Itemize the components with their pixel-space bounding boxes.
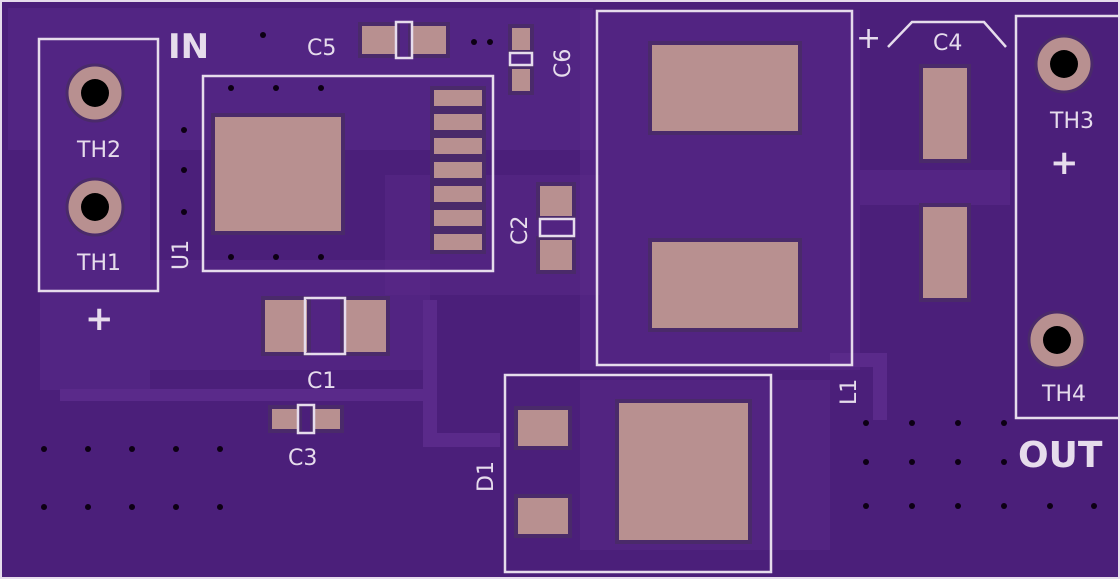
c6-label: C6 — [551, 49, 576, 78]
c5-label: C5 — [307, 36, 336, 61]
c1-label: C1 — [307, 369, 336, 394]
c4-footprint — [887, 20, 1007, 302]
d1-label: D1 — [474, 461, 499, 492]
c4-plus-label: + — [856, 21, 881, 56]
c3-footprint — [268, 403, 344, 435]
vias — [41, 32, 1097, 510]
input-plus-label: + — [85, 299, 114, 339]
c4-label: C4 — [933, 31, 962, 56]
c6-footprint — [508, 24, 534, 95]
u1-footprint — [201, 74, 495, 273]
th4-label: TH4 — [1041, 382, 1086, 407]
th3-label: TH3 — [1049, 109, 1094, 134]
th1-label: TH1 — [76, 251, 121, 276]
l1-label: L1 — [837, 379, 862, 405]
in-label: IN — [168, 27, 209, 67]
input-connector — [37, 37, 160, 293]
output-plus-label: + — [1050, 143, 1079, 183]
output-connector — [1014, 14, 1120, 420]
c5-footprint — [358, 20, 450, 60]
out-label: OUT — [1018, 435, 1103, 476]
th2-label: TH2 — [76, 138, 121, 163]
c2-footprint — [536, 182, 576, 274]
l1-footprint — [595, 9, 854, 367]
u1-label: U1 — [169, 240, 194, 270]
c2-label: C2 — [508, 216, 533, 245]
d1-footprint — [503, 373, 773, 574]
c1-footprint — [261, 296, 390, 356]
c3-label: C3 — [288, 446, 317, 471]
